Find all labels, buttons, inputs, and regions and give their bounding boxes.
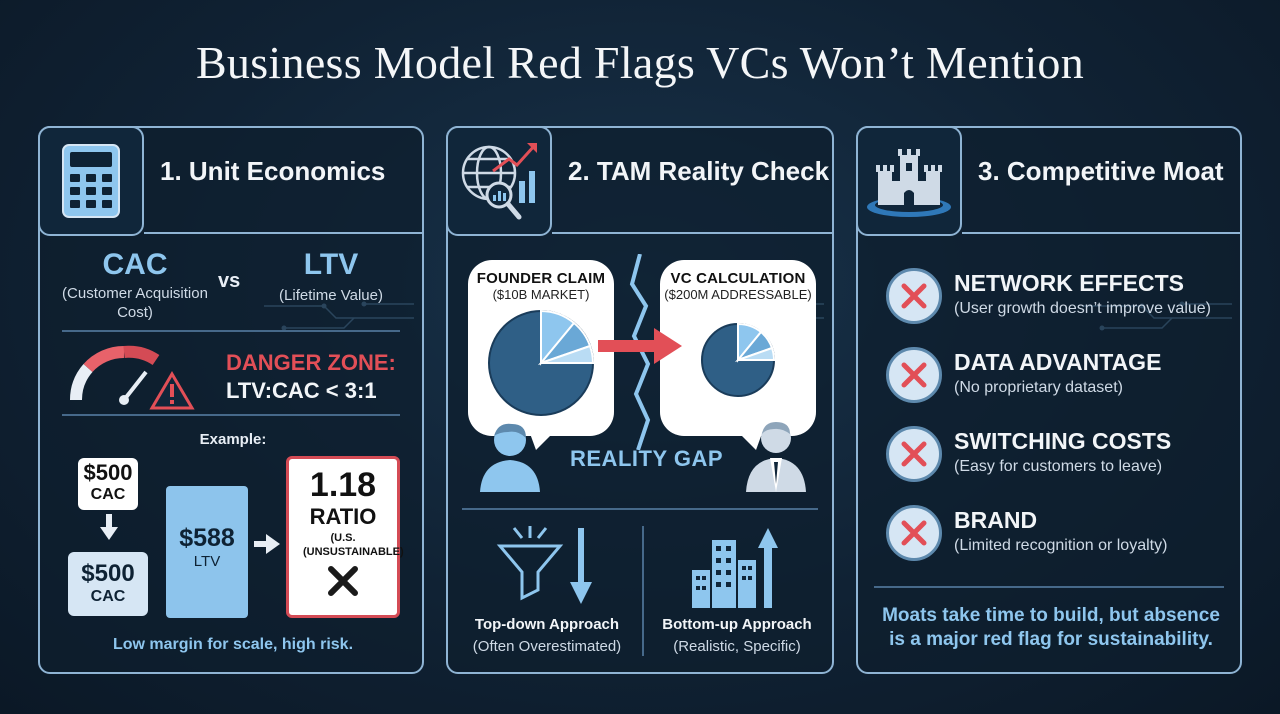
moat-footnote-line-1: Moats take time to build, but absence bbox=[882, 605, 1220, 626]
cac-box-top: $500 CAC bbox=[78, 458, 138, 510]
globe-chart-icon bbox=[461, 143, 537, 220]
unit-economics-footnote: Low margin for scale, high risk. bbox=[112, 636, 354, 653]
competitive-moat-heading: 3. Competitive Moat bbox=[978, 156, 1224, 186]
globe-chart-icon-box bbox=[446, 126, 552, 236]
unit-economics-panel: 1. Unit Economics CAC (Customer Acquisit… bbox=[38, 126, 424, 674]
x-mark-icon bbox=[328, 566, 358, 596]
danger-zone-value: LTV:CAC < 3:1 bbox=[226, 378, 377, 403]
castle-icon bbox=[867, 149, 951, 217]
moat-item-description: (User growth doesn’t improve value) bbox=[954, 300, 1211, 317]
castle-icon-box bbox=[856, 126, 962, 236]
vs-label: vs bbox=[218, 270, 241, 292]
x-circle-icon bbox=[886, 268, 942, 324]
section-divider bbox=[462, 508, 818, 510]
example-label: Example: bbox=[199, 431, 267, 448]
heading-divider bbox=[144, 232, 422, 234]
cac-value: $500 bbox=[83, 460, 133, 485]
moat-item-description: (Limited recognition or loyalty) bbox=[954, 537, 1168, 554]
section-divider bbox=[62, 330, 400, 332]
ltv-box: $588 LTV bbox=[166, 486, 248, 618]
moat-item: SWITCHING COSTS (Easy for customers to l… bbox=[886, 426, 1236, 486]
section-divider bbox=[874, 586, 1224, 588]
arrow-right-red-icon bbox=[598, 328, 682, 364]
cac-value: $500 bbox=[81, 560, 135, 587]
cac-box-bottom: $500 CAC bbox=[68, 552, 148, 616]
calculator-icon bbox=[62, 144, 120, 218]
competitive-moat-panel: 3. Competitive Moat NETWORK EFFECTS (Use… bbox=[856, 126, 1242, 674]
tam-heading: 2. TAM Reality Check bbox=[568, 156, 830, 186]
founder-person-icon bbox=[480, 423, 540, 492]
moat-item: BRAND (Limited recognition or loyalty) bbox=[886, 505, 1236, 565]
ltv-description: (Lifetime Value) bbox=[279, 287, 383, 304]
ratio-label: RATIO bbox=[309, 504, 377, 529]
top-down-subtitle: (Often Overestimated) bbox=[472, 638, 622, 655]
founder-claim-title: FOUNDER CLAIM bbox=[476, 270, 606, 287]
cac-term: CAC bbox=[102, 248, 168, 281]
cac-label: CAC bbox=[90, 486, 126, 503]
moat-item-label: BRAND bbox=[954, 507, 1038, 533]
ltv-term: LTV bbox=[303, 248, 359, 281]
moat-item-description: (Easy for customers to leave) bbox=[954, 458, 1163, 475]
heading-divider bbox=[552, 232, 832, 234]
vc-calculation-bubble: VC CALCULATION ($200M ADDRESSABLE) bbox=[660, 260, 816, 436]
vc-calculation-market: ($200M ADDRESSABLE) bbox=[664, 287, 812, 302]
ratio-box: 1.18 RATIO (U.S. (UNSUSTAINABLE) bbox=[286, 456, 404, 618]
pie-chart-small-icon bbox=[701, 322, 776, 397]
gauge-warning-icon bbox=[69, 345, 195, 410]
bubble-tail bbox=[734, 428, 764, 450]
founder-claim-market: ($10B MARKET) bbox=[492, 287, 590, 302]
pie-chart-large-icon bbox=[488, 309, 595, 416]
bottom-up-subtitle: (Realistic, Specific) bbox=[673, 638, 801, 655]
reality-gap-label: REALITY GAP bbox=[570, 446, 724, 471]
calculator-icon-box bbox=[38, 126, 144, 236]
moat-footnote: Moats take time to build, but absence is… bbox=[858, 604, 1244, 652]
tam-panel: 2. TAM Reality Check FOUNDER CLAIM ($10B… bbox=[446, 126, 834, 674]
danger-zone-label: DANGER ZONE: bbox=[226, 350, 396, 375]
vc-calculation-title: VC CALCULATION bbox=[670, 270, 806, 287]
cac-description: (Customer Acquisition Cost) bbox=[62, 285, 208, 321]
ratio-value: 1.18 bbox=[309, 466, 377, 504]
moat-item-description: (No proprietary dataset) bbox=[954, 379, 1123, 396]
ratio-note: (U.S. (UNSUSTAINABLE) bbox=[303, 532, 404, 558]
moat-item-label: SWITCHING COSTS bbox=[954, 428, 1172, 454]
moat-footnote-line-2: is a major red flag for sustainability. bbox=[889, 629, 1213, 650]
heading-divider bbox=[962, 232, 1240, 234]
building-growth-icon bbox=[692, 528, 778, 608]
approach-divider bbox=[642, 526, 644, 656]
arrow-right-icon bbox=[254, 534, 280, 554]
ltv-label: LTV bbox=[193, 553, 221, 570]
arrow-down-icon bbox=[100, 514, 118, 540]
x-circle-icon bbox=[886, 426, 942, 482]
circuit-decoration bbox=[264, 301, 414, 331]
founder-claim-bubble: FOUNDER CLAIM ($10B MARKET) bbox=[468, 260, 614, 436]
bubble-tail bbox=[528, 428, 558, 450]
x-circle-icon bbox=[886, 347, 942, 403]
x-circle-icon bbox=[886, 505, 942, 561]
moat-item: NETWORK EFFECTS (User growth doesn’t imp… bbox=[886, 268, 1236, 328]
moat-item: DATA ADVANTAGE (No proprietary dataset) bbox=[886, 347, 1236, 407]
bottom-up-title: Bottom-up Approach bbox=[662, 616, 812, 633]
cac-label: CAC bbox=[90, 588, 126, 605]
ltv-value: $588 bbox=[179, 524, 235, 552]
page-title: Business Model Red Flags VCs Won’t Menti… bbox=[195, 37, 1085, 88]
section-divider bbox=[62, 414, 400, 416]
unit-economics-heading: 1. Unit Economics bbox=[160, 156, 386, 186]
funnel-down-icon bbox=[496, 526, 592, 604]
moat-item-label: DATA ADVANTAGE bbox=[954, 349, 1162, 375]
circuit-decoration bbox=[1082, 301, 1232, 331]
moat-item-label: NETWORK EFFECTS bbox=[954, 270, 1184, 296]
top-down-title: Top-down Approach bbox=[474, 616, 620, 633]
investor-person-icon bbox=[746, 422, 806, 492]
